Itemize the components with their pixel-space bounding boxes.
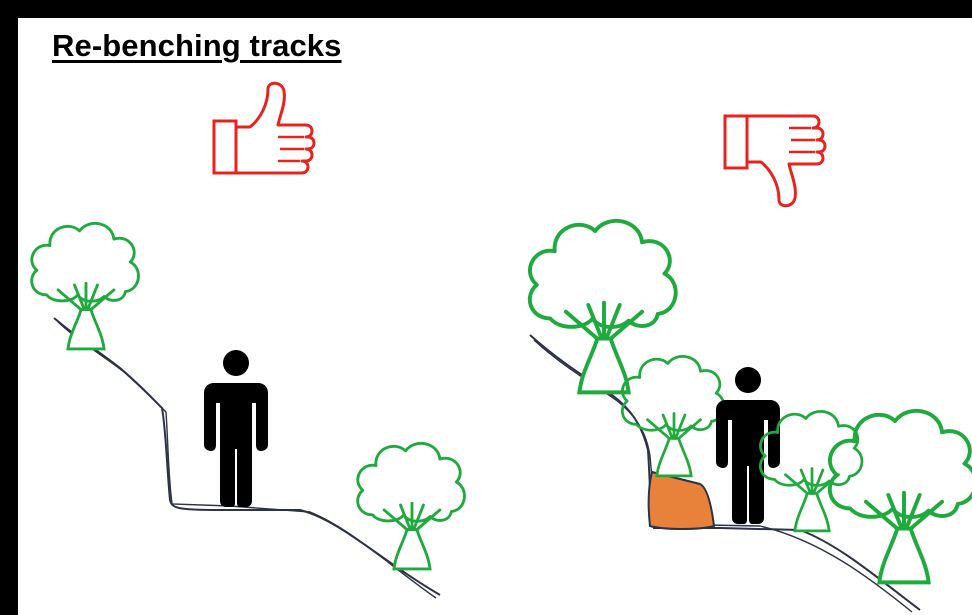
tree-icon: [830, 411, 972, 583]
thumbs-down-icon: [725, 116, 825, 206]
person-icon: [204, 350, 268, 507]
rock: [649, 472, 714, 529]
good-rebenched-track: [32, 223, 465, 598]
thumbs-up-icon: [214, 83, 314, 173]
tree-icon: [622, 356, 724, 475]
tree-icon: [530, 221, 676, 393]
tree-icon: [32, 223, 139, 349]
person-icon: [716, 367, 780, 524]
bad-overgrown-track: [530, 221, 972, 612]
